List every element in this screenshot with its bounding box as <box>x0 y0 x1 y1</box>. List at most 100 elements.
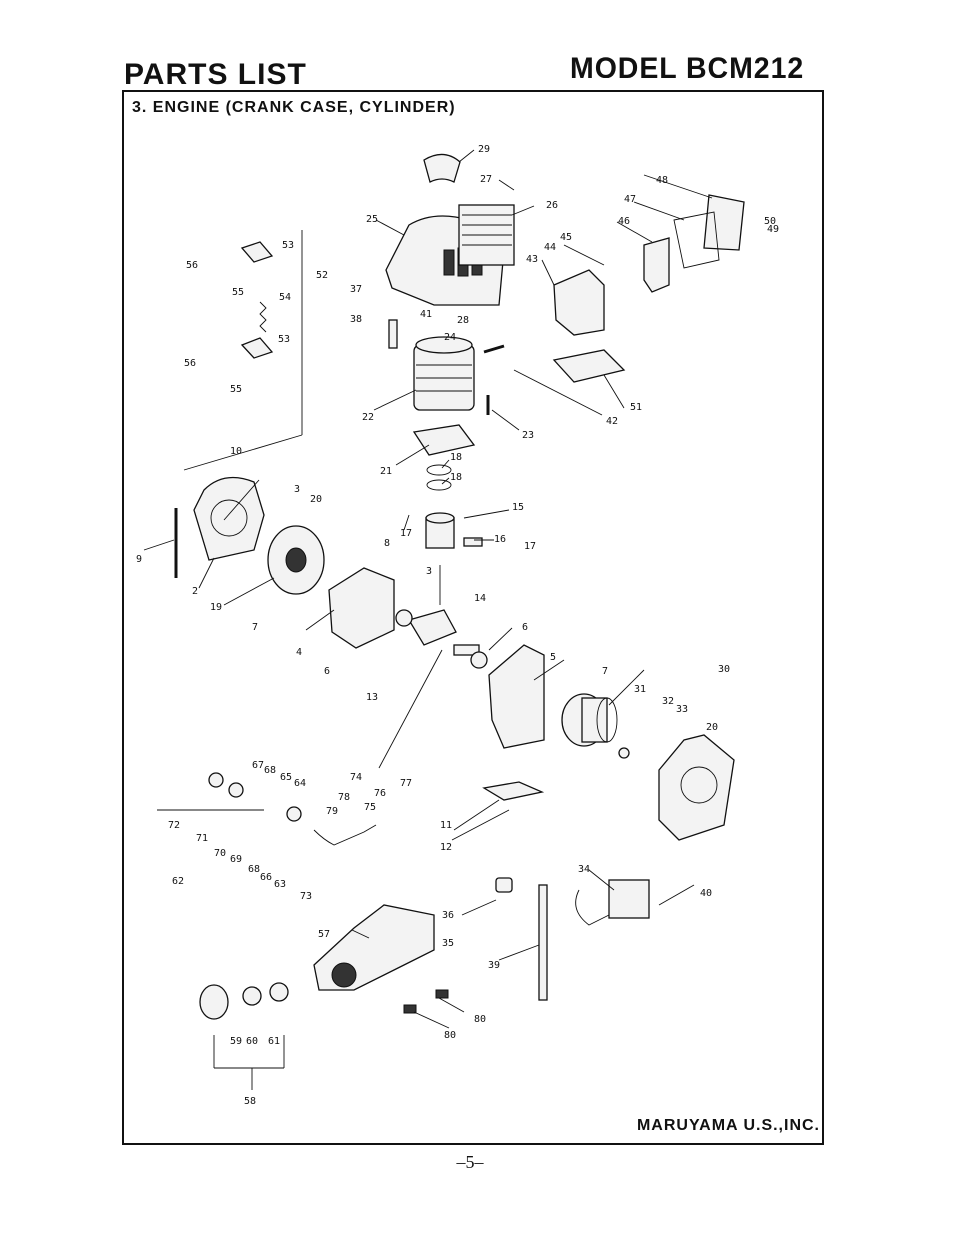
part-18-ring-upper-icon <box>426 464 452 476</box>
callout-33: 33 <box>676 704 688 715</box>
part-43-muffler-icon <box>553 269 605 336</box>
callout-16: 16 <box>494 534 506 545</box>
callout-6-left: 6 <box>324 666 330 677</box>
callout-8: 8 <box>384 538 390 549</box>
callout-36: 36 <box>442 910 454 921</box>
part-48-air-cleaner-cover-icon <box>703 194 745 251</box>
part-6-bearing-left-icon <box>395 609 413 627</box>
callout-65: 65 <box>280 772 292 783</box>
callout-52: 52 <box>316 270 328 281</box>
part-21-gasket-icon <box>412 424 476 456</box>
callout-17-lower: 17 <box>524 541 536 552</box>
callout-25: 25 <box>366 214 378 225</box>
diagram-frame <box>122 90 824 1145</box>
part-53-clamp-icon <box>240 241 274 263</box>
callout-28: 28 <box>457 315 469 326</box>
callout-27: 27 <box>480 174 492 185</box>
parts-list-heading: PARTS LIST <box>124 58 307 91</box>
company-name: MARUYAMA U.S.,INC. <box>636 1117 820 1134</box>
part-18-ring-lower-icon <box>426 479 452 491</box>
part-80-pad-a-icon <box>435 989 449 999</box>
callout-73: 73 <box>300 891 312 902</box>
callout-43: 43 <box>526 254 538 265</box>
callout-78: 78 <box>338 792 350 803</box>
part-6-bearing-right-icon <box>470 651 488 669</box>
callout-13: 13 <box>366 692 378 703</box>
callout-64: 64 <box>294 778 306 789</box>
callout-80-right: 80 <box>474 1014 486 1025</box>
callout-67: 67 <box>252 760 264 771</box>
part-4-crankcase-left-icon <box>328 567 395 649</box>
callout-51: 51 <box>630 402 642 413</box>
callout-18-lower: 18 <box>450 472 462 483</box>
callout-53-lower: 53 <box>278 334 290 345</box>
callout-76: 76 <box>374 788 386 799</box>
callout-59: 59 <box>230 1036 242 1047</box>
part-34-ignition-coil-icon <box>575 879 650 926</box>
callout-38: 38 <box>350 314 362 325</box>
callout-17-upper: 17 <box>400 528 412 539</box>
part-64-disc-icon <box>286 806 302 822</box>
callout-49: 49 <box>767 224 779 235</box>
callout-79: 79 <box>326 806 338 817</box>
part-39-rod-icon <box>538 884 548 1001</box>
callout-45: 45 <box>560 232 572 243</box>
callout-72: 72 <box>168 820 180 831</box>
callout-6-right: 6 <box>522 622 528 633</box>
callout-26: 26 <box>546 200 558 211</box>
callout-7-left: 7 <box>252 622 258 633</box>
part-36-cap-icon <box>495 877 513 893</box>
callout-12: 12 <box>440 842 452 853</box>
callout-41: 41 <box>420 309 432 320</box>
callout-63: 63 <box>274 879 286 890</box>
model-heading: MODEL BCM212 <box>570 52 805 78</box>
part-46-bracket-icon <box>643 237 670 293</box>
callout-9: 9 <box>136 554 142 565</box>
callout-61: 61 <box>268 1036 280 1047</box>
part-16-piston-pin-icon <box>463 537 483 547</box>
part-5-crankcase-right-icon <box>488 644 545 749</box>
callout-10: 10 <box>230 446 242 457</box>
part-61-seal-icon <box>269 982 289 1002</box>
callout-4: 4 <box>296 647 302 658</box>
callout-35: 35 <box>442 938 454 949</box>
part-2-starter-case-icon <box>193 476 265 561</box>
callout-69: 69 <box>230 854 242 865</box>
part-80-pad-b-icon <box>403 1004 417 1014</box>
callout-60: 60 <box>246 1036 258 1047</box>
callout-57: 57 <box>318 929 330 940</box>
callout-32: 32 <box>662 696 674 707</box>
callout-15: 15 <box>512 502 524 513</box>
callout-20-upper: 20 <box>310 494 322 505</box>
callout-80-left: 80 <box>444 1030 456 1041</box>
part-51-gasket-icon <box>552 349 626 383</box>
callout-20-lower: 20 <box>706 722 718 733</box>
exploded-parts-diagram: 29 27 26 25 48 47 46 45 44 43 50 49 53 5… <box>136 144 779 1107</box>
callout-3-upper: 3 <box>294 484 300 495</box>
callout-55-upper: 55 <box>232 287 244 298</box>
callout-42: 42 <box>606 416 618 427</box>
callout-37: 37 <box>350 284 362 295</box>
callout-34: 34 <box>578 864 590 875</box>
callout-47: 47 <box>624 194 636 205</box>
callout-39: 39 <box>488 960 500 971</box>
callout-77: 77 <box>400 778 412 789</box>
callout-68-upper: 68 <box>264 765 276 776</box>
part-53-clamp-lower-icon <box>240 337 274 359</box>
callout-18-upper: 18 <box>450 452 462 463</box>
part-73-fuel-pipe-icon <box>313 824 377 846</box>
callout-46: 46 <box>618 216 630 227</box>
part-72-plug-icon <box>208 772 224 788</box>
callout-7-right: 7 <box>602 666 608 677</box>
callout-22: 22 <box>362 412 374 423</box>
callout-3-lower: 3 <box>426 566 432 577</box>
callout-29: 29 <box>478 144 490 155</box>
callout-5: 5 <box>550 652 556 663</box>
callout-23: 23 <box>522 430 534 441</box>
part-22-cylinder-icon <box>413 336 475 411</box>
part-11-plate-icon <box>482 781 545 801</box>
callout-62: 62 <box>172 876 184 887</box>
callout-50: 50 <box>764 216 776 227</box>
callout-54: 54 <box>279 292 291 303</box>
engine-cover-icon <box>658 734 735 841</box>
